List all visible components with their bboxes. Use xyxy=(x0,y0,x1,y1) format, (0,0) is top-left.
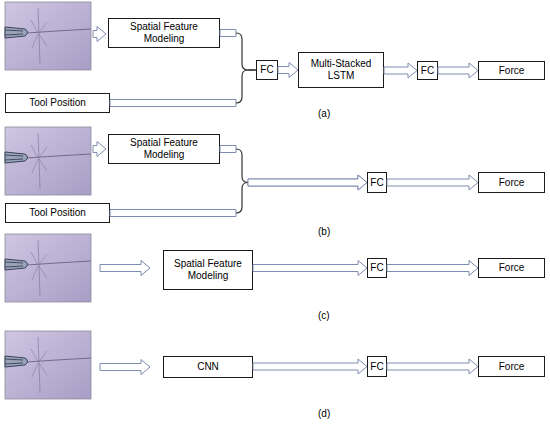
block-arrow xyxy=(253,359,367,374)
box-label: Multi-Stacked LSTM xyxy=(302,58,380,82)
box-text-group: FC xyxy=(421,65,434,77)
process-box: Spatial Feature Modeling xyxy=(108,18,220,48)
process-box: FC xyxy=(256,60,278,80)
flow-connector xyxy=(110,175,367,217)
block-arrow xyxy=(110,100,236,107)
box-label: Tool Position xyxy=(29,207,86,219)
block-arrow xyxy=(384,63,417,78)
microscope-image xyxy=(5,331,91,399)
box-label: FC xyxy=(421,65,434,77)
box-text-group: Spatial Feature Modeling xyxy=(112,137,216,161)
box-label: FC xyxy=(370,177,383,189)
box-text-group: FC xyxy=(370,262,383,274)
flow-connector xyxy=(387,261,478,276)
box-text-group: Force xyxy=(499,65,525,77)
panel-label: (d) xyxy=(318,408,330,419)
merge-bracket xyxy=(236,183,248,214)
box-label: Force xyxy=(499,361,525,373)
box-text-group: FC xyxy=(260,64,273,76)
box-label: FC xyxy=(370,361,383,373)
process-box: FC xyxy=(367,258,387,278)
process-box: Tool Position xyxy=(5,93,110,113)
block-arrow xyxy=(387,261,478,276)
box-text-group: FC xyxy=(370,177,383,189)
block-arrow xyxy=(253,261,367,276)
box-text-group: Force xyxy=(499,361,525,373)
block-arrow xyxy=(220,146,236,153)
block-arrow xyxy=(278,63,298,78)
flow-connector xyxy=(253,261,367,276)
block-arrow xyxy=(220,30,236,37)
box-text-group: Force xyxy=(499,177,525,189)
block-arrow xyxy=(248,175,367,190)
block-arrow xyxy=(387,359,478,374)
box-label: Spatial Feature Modeling xyxy=(167,258,249,282)
process-box: Force xyxy=(478,172,545,193)
box-text-group: Spatial Feature Modeling xyxy=(167,258,249,282)
box-text-group: FC xyxy=(370,361,383,373)
box-text-group: CNN xyxy=(197,361,219,373)
block-arrow xyxy=(248,175,367,190)
process-box: Multi-Stacked LSTM xyxy=(298,52,384,88)
flow-connector xyxy=(110,70,256,107)
merge-bracket xyxy=(236,33,248,70)
merge-line xyxy=(248,69,256,70)
box-label: Tool Position xyxy=(29,97,86,109)
block-arrow xyxy=(387,175,478,190)
flow-connector xyxy=(278,63,298,78)
flow-connector xyxy=(384,63,417,78)
process-box: Force xyxy=(478,258,545,278)
box-label: FC xyxy=(370,262,383,274)
process-box: FC xyxy=(367,356,387,377)
process-box: Force xyxy=(478,61,545,80)
block-arrow xyxy=(93,27,106,42)
box-text-group: Tool Position xyxy=(29,97,86,109)
box-label: Force xyxy=(499,65,525,77)
flow-connector xyxy=(220,30,256,71)
microscope-image xyxy=(5,234,91,302)
box-label: FC xyxy=(260,64,273,76)
box-text-group: Spatial Feature Modeling xyxy=(112,21,216,45)
block-arrow xyxy=(100,261,150,276)
process-box: FC xyxy=(417,61,438,80)
process-box: Tool Position xyxy=(5,203,110,223)
process-box: Force xyxy=(478,356,545,377)
block-arrow xyxy=(110,210,236,217)
panel-label: (c) xyxy=(318,310,330,321)
box-text-group: Force xyxy=(499,262,525,274)
panel-label: (a) xyxy=(318,108,330,119)
merge-line xyxy=(248,69,256,70)
flow-connector xyxy=(387,359,478,374)
flow-connector xyxy=(253,359,367,374)
box-label: Spatial Feature Modeling xyxy=(112,137,216,161)
flow-connector xyxy=(220,146,367,191)
process-box: FC xyxy=(367,172,387,193)
flow-connector xyxy=(387,175,478,190)
box-label: Force xyxy=(499,177,525,189)
microscope-image xyxy=(5,127,91,195)
block-arrow xyxy=(93,142,106,157)
microscope-image xyxy=(5,2,91,70)
process-box: Spatial Feature Modeling xyxy=(108,134,220,164)
process-box: Spatial Feature Modeling xyxy=(163,250,253,290)
block-arrow xyxy=(438,63,478,78)
box-label: Force xyxy=(499,262,525,274)
box-text-group: Multi-Stacked LSTM xyxy=(302,58,380,82)
flow-connector xyxy=(438,63,478,78)
merge-bracket xyxy=(236,149,248,183)
box-label: Spatial Feature Modeling xyxy=(112,21,216,45)
box-label: CNN xyxy=(197,361,219,373)
process-box: CNN xyxy=(163,356,253,378)
box-text-group: Tool Position xyxy=(29,207,86,219)
merge-bracket xyxy=(236,70,248,103)
panel-label: (b) xyxy=(318,226,330,237)
block-arrow xyxy=(100,360,150,375)
